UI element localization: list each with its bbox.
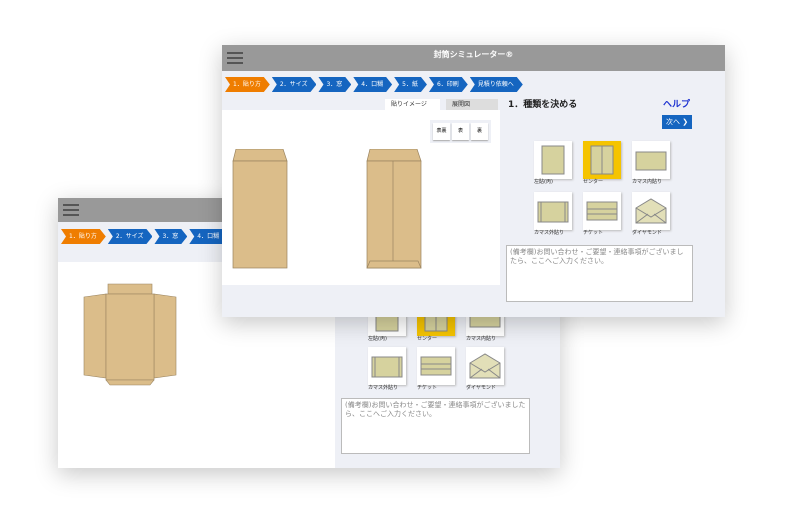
type-option[interactable]: カマス外貼り [368, 347, 406, 392]
help-link[interactable]: ヘルプ [663, 100, 691, 110]
menu-icon[interactable] [227, 52, 243, 64]
envelope-side-seam-icon [541, 145, 565, 175]
next-label: 次へ [666, 118, 680, 126]
step-4[interactable]: 4．口糊 [189, 229, 228, 244]
step-1[interactable]: 1．貼り方 [225, 77, 270, 92]
type-option[interactable]: チケット [417, 347, 455, 392]
view-toggle: 表裏 表 裏 [430, 120, 491, 143]
notes-textarea[interactable]: (備考欄)お問い合わせ・ご要望・連絡事項がございましたら、ここへご入力ください。 [341, 398, 530, 454]
step-nav: 1．貼り方 2．サイズ 3．窓 4．口糊 [61, 229, 228, 244]
step-2[interactable]: 2．サイズ [108, 229, 153, 244]
front-window: 封筒シミュレーター® 1．貼り方 2．サイズ 3．窓 4．口糊 5．紙 6．印刷… [222, 45, 725, 317]
step-6[interactable]: 6．印刷 [429, 77, 468, 92]
type-option[interactable]: ダイヤモンド [466, 347, 504, 392]
step-3[interactable]: 3．窓 [318, 77, 351, 92]
envelope-kamasu-outer-icon [537, 201, 569, 223]
step-1[interactable]: 1．貼り方 [61, 229, 106, 244]
step-4[interactable]: 4．口糊 [353, 77, 392, 92]
tab-unfolded[interactable]: 展開図 [446, 99, 498, 110]
type-option[interactable]: ダイヤモンド [632, 192, 670, 237]
toggle-back[interactable]: 裏 [471, 123, 488, 140]
menu-icon[interactable] [63, 204, 79, 216]
type-option[interactable]: カマス内貼り [632, 141, 670, 186]
preview-panel: 表裏 表 裏 [222, 110, 500, 285]
envelope-back-view [366, 149, 422, 269]
type-option[interactable]: チケット [583, 192, 621, 237]
envelope-kamasu-inner-icon [635, 151, 667, 171]
type-option-selected[interactable]: センター [583, 141, 621, 186]
step-5[interactable]: 5．紙 [394, 77, 427, 92]
envelope-unfolded-diagram [83, 283, 177, 386]
title-bar: 封筒シミュレーター® [222, 45, 725, 71]
envelope-ticket-icon [586, 201, 618, 221]
chevron-right-icon: ❯ [682, 118, 689, 126]
step-2[interactable]: 2．サイズ [272, 77, 317, 92]
type-option[interactable]: カマス外貼り [534, 192, 572, 237]
type-grid: 左貼(丙) センター カマス内貼り カマス外貼り チケット ダイヤモンド [534, 141, 670, 237]
tab-image[interactable]: 貼りイメージ [385, 99, 440, 110]
notes-textarea[interactable]: (備考欄)お問い合わせ・ご要望・連絡事項がございましたら、ここへご入力ください。 [506, 245, 693, 302]
toggle-front-back[interactable]: 表裏 [433, 123, 450, 140]
step-nav: 1．貼り方 2．サイズ 3．窓 4．口糊 5．紙 6．印刷 見積り依頼へ [225, 77, 523, 92]
toggle-front[interactable]: 表 [452, 123, 469, 140]
app-title: 封筒シミュレーター® [433, 50, 514, 59]
envelope-diamond-icon [635, 198, 667, 224]
envelope-front-view [232, 149, 288, 269]
preview-panel [58, 262, 335, 468]
type-option[interactable]: 左貼(丙) [534, 141, 572, 186]
step-quote[interactable]: 見積り依頼へ [470, 77, 523, 92]
section-heading: 1．種類を決める [508, 100, 578, 110]
envelope-center-seam-icon [590, 145, 614, 175]
step-3[interactable]: 3．窓 [154, 229, 187, 244]
next-button[interactable]: 次へ ❯ [662, 115, 693, 129]
